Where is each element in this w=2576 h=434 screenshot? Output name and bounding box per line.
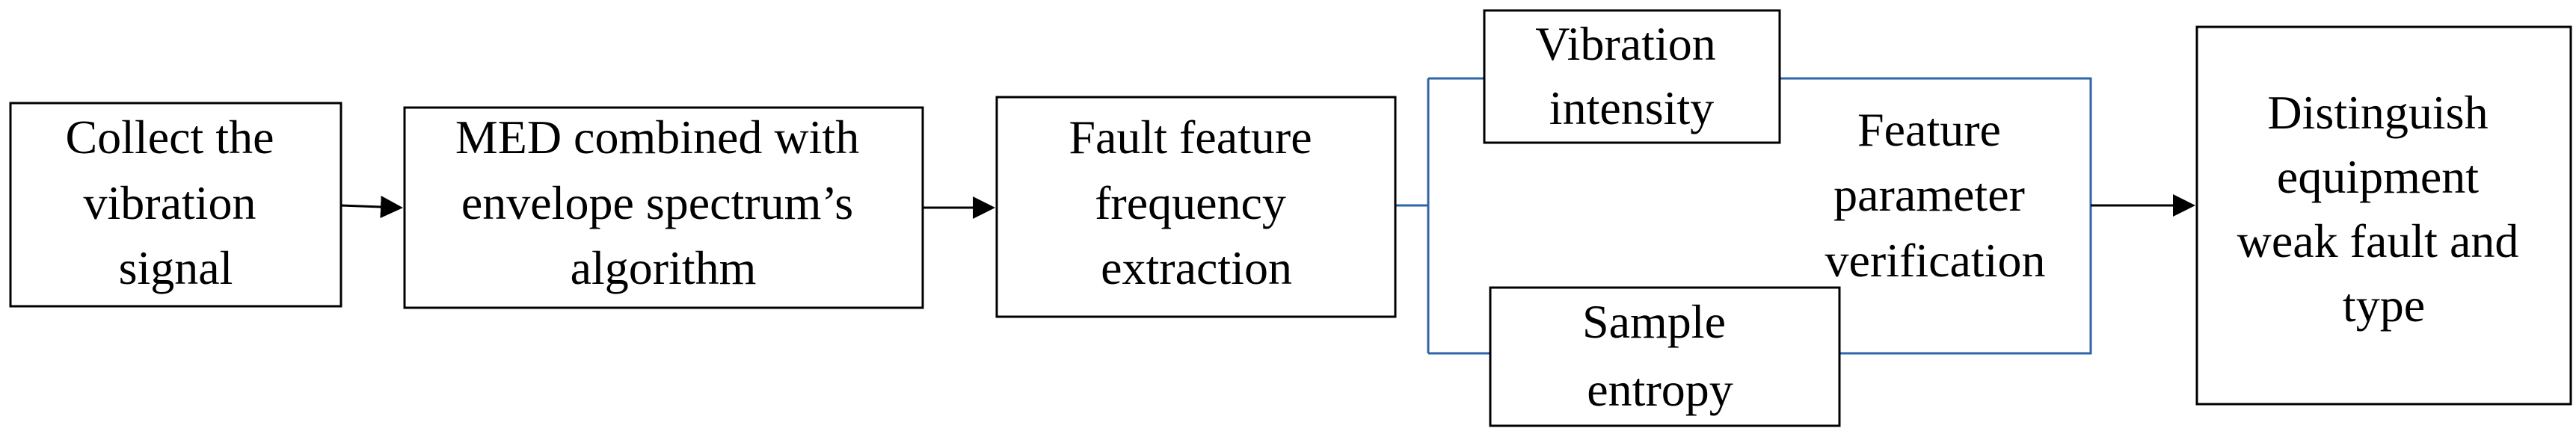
node-label-line: vibration (83, 176, 256, 229)
node-vibration-intensity: Vibration intensity (1483, 9, 1781, 144)
node-label-line: extraction (1101, 241, 1292, 294)
node-label: Distinguish equipment weak fault and typ… (2237, 86, 2531, 332)
node-label: Fault feature frequency extraction (1069, 111, 1324, 294)
node-label-line: equipment (2277, 150, 2479, 203)
node-box (9, 102, 342, 308)
bracket-connector-line (1395, 77, 2092, 355)
node-box (995, 96, 1397, 318)
node-label-line: envelope spectrum’s (461, 176, 853, 229)
node-collect-vibration-signal: Collect the vibration signal (9, 102, 342, 308)
node-fault-feature-extraction: Fault feature frequency extraction (995, 96, 1397, 318)
node-label-line: intensity (1549, 81, 1714, 134)
edges (340, 194, 2195, 219)
node-sample-entropy: Sample entropy (1489, 286, 1841, 427)
node-label-line: algorithm (571, 241, 757, 294)
node-med-envelope-algorithm: MED combined with envelope spectrum’s al… (403, 106, 924, 309)
node-label-line: frequency (1095, 176, 1286, 229)
node-label-line: type (2343, 279, 2425, 332)
node-box (403, 106, 924, 309)
arrow-collect-to-med (340, 195, 403, 218)
node-label-line: Distinguish (2267, 86, 2488, 139)
node-label-line: Fault feature (1069, 111, 1312, 164)
feature-verification-bracket (1395, 77, 2092, 355)
node-box (1489, 286, 1841, 427)
node-label: Collect the vibration signal (65, 111, 286, 294)
node-box (2195, 25, 2572, 406)
node-label: Vibration intensity (1535, 17, 1727, 134)
node-label-line: weak fault and (2237, 214, 2519, 267)
node-distinguish-weak-fault: Distinguish equipment weak fault and typ… (2195, 25, 2572, 406)
verification-label-line: verification (1825, 234, 2046, 287)
node-label: MED combined with envelope spectrum’s al… (455, 111, 871, 294)
feature-parameter-verification: Feature parameter verification (1825, 103, 2046, 287)
node-label-line: signal (119, 241, 233, 294)
verification-label-line: Feature (1857, 103, 2001, 156)
node-label: Sample entropy (1582, 295, 1738, 416)
node-label-line: Sample (1582, 295, 1726, 348)
verification-label: Feature parameter verification (1825, 103, 2046, 287)
node-label-line: Vibration (1535, 17, 1715, 70)
node-label-line: entropy (1587, 363, 1733, 416)
node-label-line: MED combined with (455, 111, 859, 164)
verification-label-line: parameter (1833, 168, 2025, 221)
node-label-line: Collect the (65, 111, 274, 164)
node-box (1483, 9, 1781, 144)
